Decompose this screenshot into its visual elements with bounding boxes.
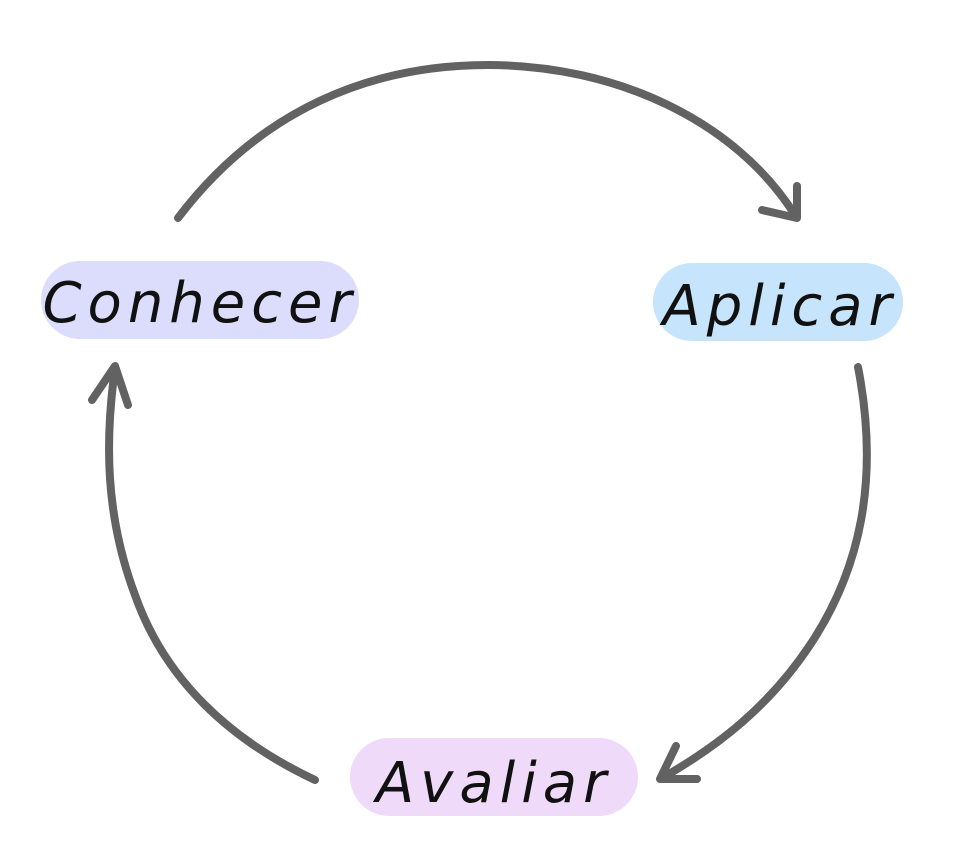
node-aplicar-pill	[653, 263, 903, 341]
arrow-conhecer-to-aplicar-line	[174, 61, 799, 222]
node-aplicar: Aplicar	[653, 263, 903, 341]
arrow-aplicar-to-avaliar	[656, 363, 871, 783]
arrow-avaliar-to-conhecer-line	[105, 364, 319, 784]
node-avaliar-pill	[350, 738, 638, 816]
arrow-avaliar-to-conhecer-head	[88, 362, 132, 409]
node-aplicar-label: Aplicar	[659, 274, 897, 339]
arrow-conhecer-to-aplicar	[174, 61, 801, 222]
arrow-aplicar-to-avaliar-line	[658, 363, 871, 782]
node-avaliar: Avaliar	[350, 738, 638, 816]
arrow-avaliar-to-conhecer	[88, 362, 319, 784]
node-avaliar-label: Avaliar	[373, 751, 612, 816]
node-conhecer-pill	[41, 261, 359, 339]
node-conhecer: Conhecer	[41, 261, 359, 339]
arrow-conhecer-to-aplicar-head	[758, 182, 801, 222]
arrow-aplicar-to-avaliar-head	[656, 742, 701, 783]
node-conhecer-label: Conhecer	[42, 271, 357, 336]
